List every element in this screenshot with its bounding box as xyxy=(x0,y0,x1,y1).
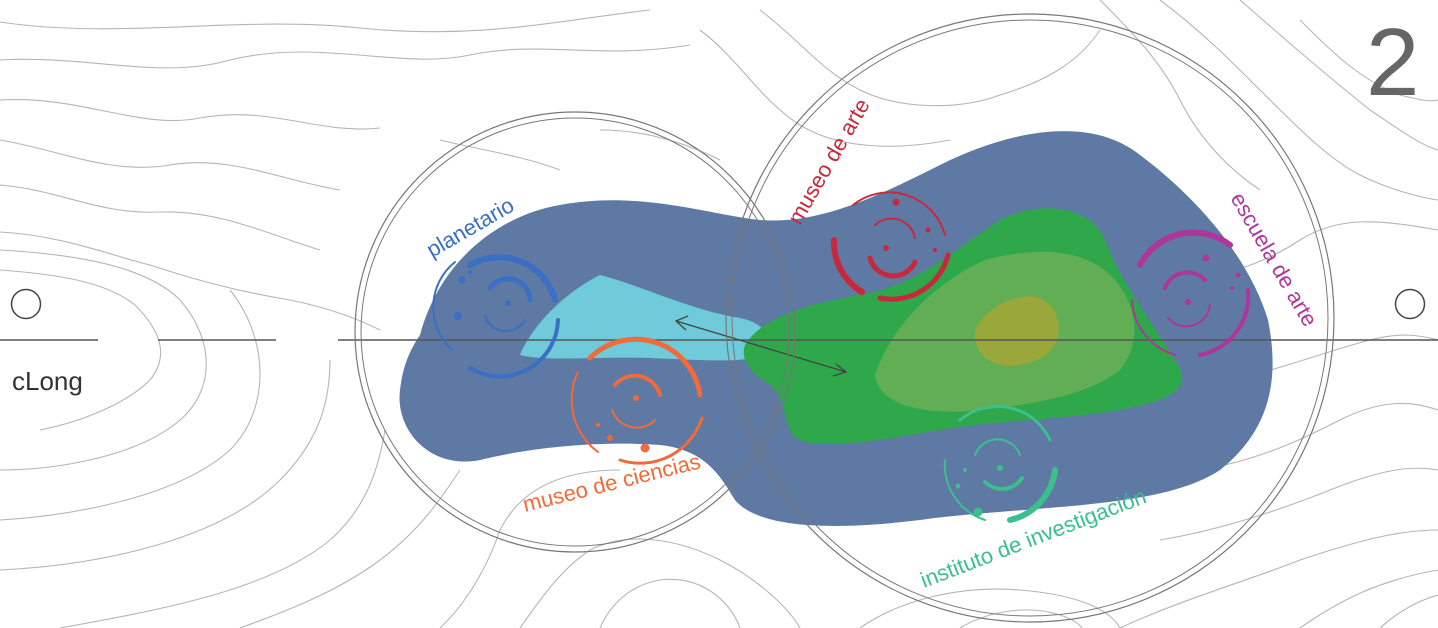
program-label-museo-ciencias: museo de ciencias xyxy=(520,449,703,517)
program-symbol-escuela-arte xyxy=(1131,229,1251,357)
program-symbol-instituto xyxy=(943,404,1058,523)
program-symbol-museo-ciencias xyxy=(570,336,704,465)
influence-circle-east xyxy=(725,13,1335,623)
connection-arrow xyxy=(674,315,848,377)
sheet-number: 2 xyxy=(1366,9,1419,116)
axis-label: cLong xyxy=(12,366,83,396)
influence-circle-west xyxy=(354,111,796,553)
water-zone-cyan xyxy=(520,275,770,361)
program-symbol-museo-arte xyxy=(830,191,951,302)
program-symbol-planetario xyxy=(432,254,560,379)
core-zone-olive xyxy=(974,296,1059,366)
axis-node-east xyxy=(1394,288,1426,320)
axis-node-west xyxy=(10,288,42,320)
